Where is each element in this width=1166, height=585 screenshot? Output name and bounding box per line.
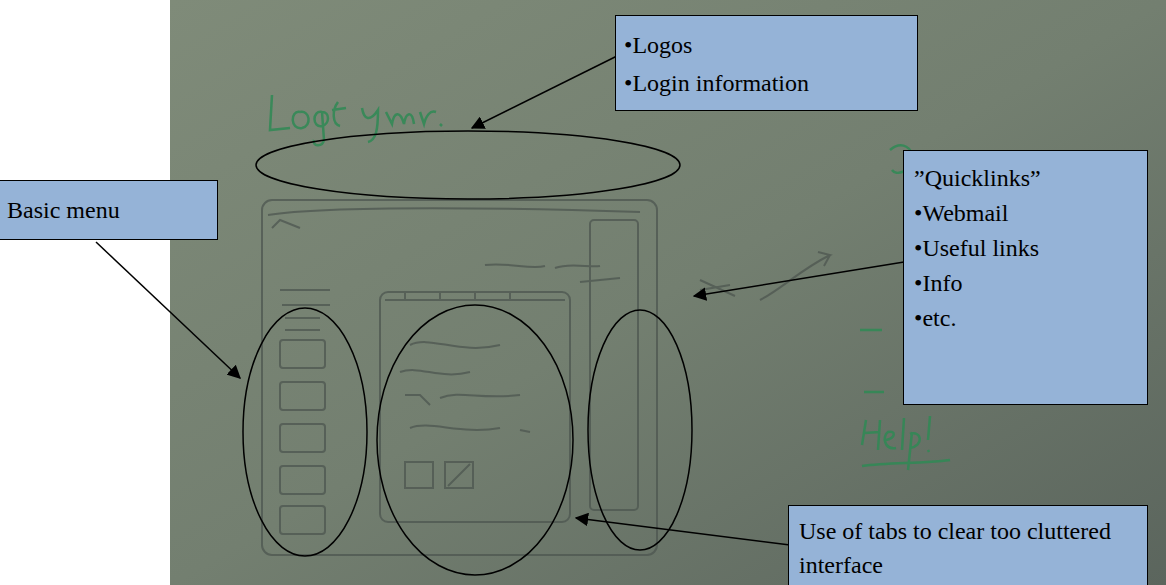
- callout-text: Basic menu: [7, 195, 209, 225]
- sketch: [262, 200, 830, 555]
- callout-text: •etc.: [914, 301, 1139, 336]
- leader-line: [472, 56, 617, 128]
- leader-line: [694, 262, 904, 296]
- callout-text: Use of tabs to clear too cluttered inter…: [799, 514, 1137, 582]
- callout-text: •Login information: [624, 64, 909, 102]
- callout-text: •Logos: [624, 26, 909, 64]
- leader-lines: [96, 56, 904, 545]
- highlight-ellipse: [377, 305, 573, 575]
- callout-box: •Logos•Login information: [615, 15, 918, 111]
- callout-box: Use of tabs to clear too cluttered inter…: [788, 505, 1148, 585]
- leader-line: [96, 242, 240, 378]
- callout-box: ”Quicklinks”•Webmail•Useful links•Info•e…: [903, 150, 1148, 405]
- callout-box: Basic menu: [0, 180, 218, 240]
- callout-text: •Webmail: [914, 196, 1139, 231]
- leader-line: [576, 518, 790, 545]
- callout-text: ”Quicklinks”: [914, 161, 1139, 196]
- highlight-ellipse: [588, 310, 692, 550]
- highlight-ellipse: [256, 131, 680, 199]
- callout-text: •Info: [914, 266, 1139, 301]
- callout-text: •Useful links: [914, 231, 1139, 266]
- handwriting: [270, 95, 950, 470]
- highlight-ellipse: [243, 308, 367, 556]
- whiteboard: [170, 0, 1166, 585]
- highlight-ellipses: [243, 131, 692, 575]
